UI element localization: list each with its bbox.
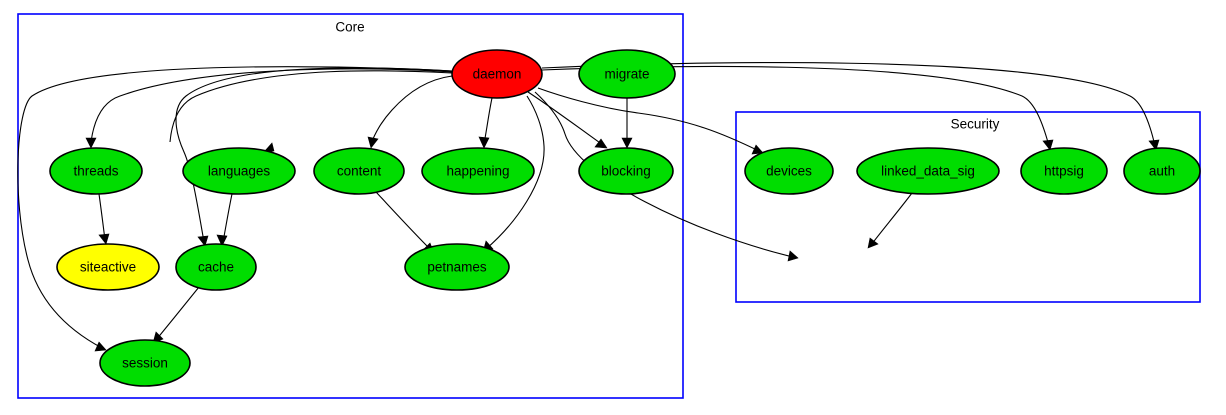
arrowhead-icon [367, 136, 379, 149]
cluster-border-core [17, 13, 684, 399]
node-shape-auth[interactable] [1123, 147, 1201, 195]
node-httpsig[interactable]: httpsig [1020, 147, 1108, 195]
edge-line [870, 192, 913, 246]
edges-layer [17, 62, 1160, 352]
node-petnames[interactable]: petnames [404, 243, 510, 291]
node-shape-siteactive[interactable] [56, 243, 160, 291]
edge-cache-to-session [152, 286, 200, 344]
node-cache[interactable]: cache [175, 243, 257, 291]
node-shape-daemon[interactable] [451, 49, 543, 99]
node-languages[interactable]: languages [182, 147, 296, 195]
arrowhead-icon [751, 144, 764, 155]
node-siteactive[interactable]: siteactive [56, 243, 160, 291]
cluster-label-core: Core [335, 20, 364, 35]
edge-daemon-to-content [367, 75, 453, 149]
node-shape-migrate[interactable] [578, 49, 676, 99]
edge-line [222, 193, 233, 243]
cluster-security: Security [735, 111, 1201, 303]
edge-line [483, 97, 493, 145]
edge-line [169, 70, 453, 143]
node-content[interactable]: content [313, 147, 405, 195]
node-daemon[interactable]: daemon [451, 49, 543, 99]
arrowhead-icon [197, 235, 209, 247]
arrowhead-icon [216, 234, 228, 247]
node-shape-threads[interactable] [49, 147, 143, 195]
node-shape-blocking[interactable] [578, 147, 674, 195]
edge-content-to-petnames [375, 191, 435, 254]
arrowhead-icon [621, 137, 633, 149]
node-auth[interactable]: auth [1123, 147, 1201, 195]
edge-line [90, 68, 453, 143]
edge-daemon-to-happening [478, 97, 493, 149]
node-blocking[interactable]: blocking [578, 147, 674, 195]
node-shape-languages[interactable] [182, 147, 296, 195]
node-linked_data_sig[interactable]: linked_data_sig [856, 147, 1000, 195]
edge-line [17, 66, 453, 349]
node-happening[interactable]: happening [421, 147, 535, 195]
node-session[interactable]: session [99, 339, 191, 387]
edge-daemon-to-threads [85, 68, 453, 149]
node-threads[interactable]: threads [49, 147, 143, 195]
arrowhead-icon [94, 341, 107, 352]
node-migrate[interactable]: migrate [578, 49, 676, 99]
edge-languages-to-cache [216, 193, 233, 247]
arrowhead-icon [98, 233, 110, 245]
node-shape-httpsig[interactable] [1020, 147, 1108, 195]
arrowhead-icon [1042, 139, 1054, 151]
node-shape-petnames[interactable] [404, 243, 510, 291]
edge-line [527, 91, 604, 146]
edge-line [370, 75, 453, 145]
arrowhead-icon [867, 237, 879, 249]
edge-daemon-to-devices [537, 87, 764, 155]
cluster-label-security: Security [951, 117, 1000, 132]
node-shape-cache[interactable] [175, 243, 257, 291]
edge-daemon-to-blocking [527, 91, 608, 149]
edge-line [537, 87, 760, 152]
edge-line [155, 286, 200, 341]
node-shape-devices[interactable] [744, 147, 834, 195]
cluster-core: Core [17, 13, 684, 399]
edge-line [485, 95, 545, 250]
node-shape-content[interactable] [313, 147, 405, 195]
edge-line [98, 193, 106, 241]
edge-threads-to-siteactive [98, 193, 110, 245]
arrowhead-icon [594, 138, 608, 149]
edge-linked_data_sig-to-context [867, 192, 913, 249]
cluster-border-security [735, 111, 1201, 303]
arrowhead-icon [478, 136, 490, 149]
arrowhead-icon [787, 250, 799, 262]
edge-line [375, 191, 432, 251]
edge-migrate-to-blocking [621, 98, 633, 149]
node-shape-linked_data_sig[interactable] [856, 147, 1000, 195]
edge-daemon-to-session [17, 66, 453, 352]
node-shape-happening[interactable] [421, 147, 535, 195]
arrowhead-icon [85, 137, 97, 149]
node-devices[interactable]: devices [744, 147, 834, 195]
node-shape-session[interactable] [99, 339, 191, 387]
